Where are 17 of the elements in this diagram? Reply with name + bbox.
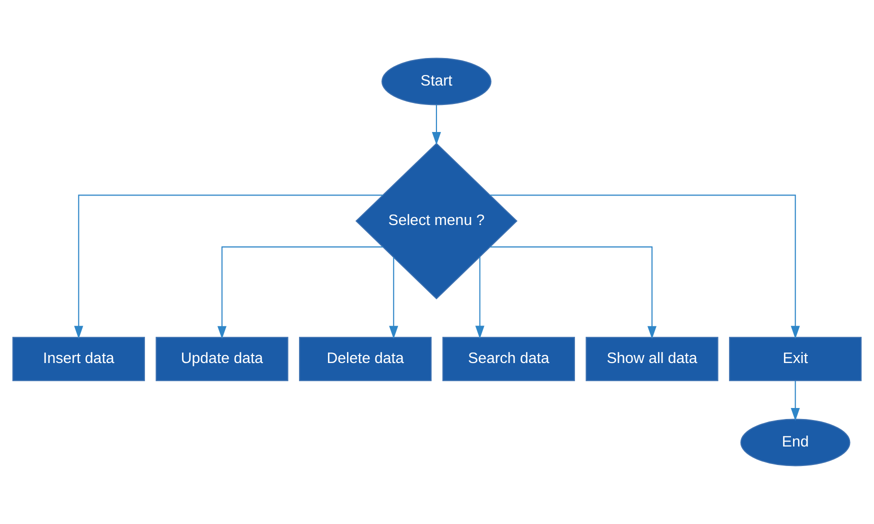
- node-box: Update data: [156, 336, 288, 382]
- arrow: [217, 246, 383, 340]
- arrow: [389, 257, 398, 339]
- arrow: [475, 256, 484, 339]
- node-box: Search data: [442, 336, 575, 382]
- arrow: [790, 380, 800, 421]
- node-box: Insert data: [12, 336, 145, 382]
- node-ellipse: End: [740, 418, 850, 466]
- arrow: [74, 194, 383, 339]
- node-ellipse: Start: [382, 58, 492, 106]
- arrow: [490, 194, 800, 339]
- node-box: Delete data: [299, 336, 432, 382]
- arrow: [490, 246, 657, 340]
- node-box: Exit: [729, 336, 862, 382]
- arrow: [432, 104, 441, 145]
- node-diamond: Select menu ?: [355, 142, 518, 300]
- node-box: Show all data: [586, 336, 718, 382]
